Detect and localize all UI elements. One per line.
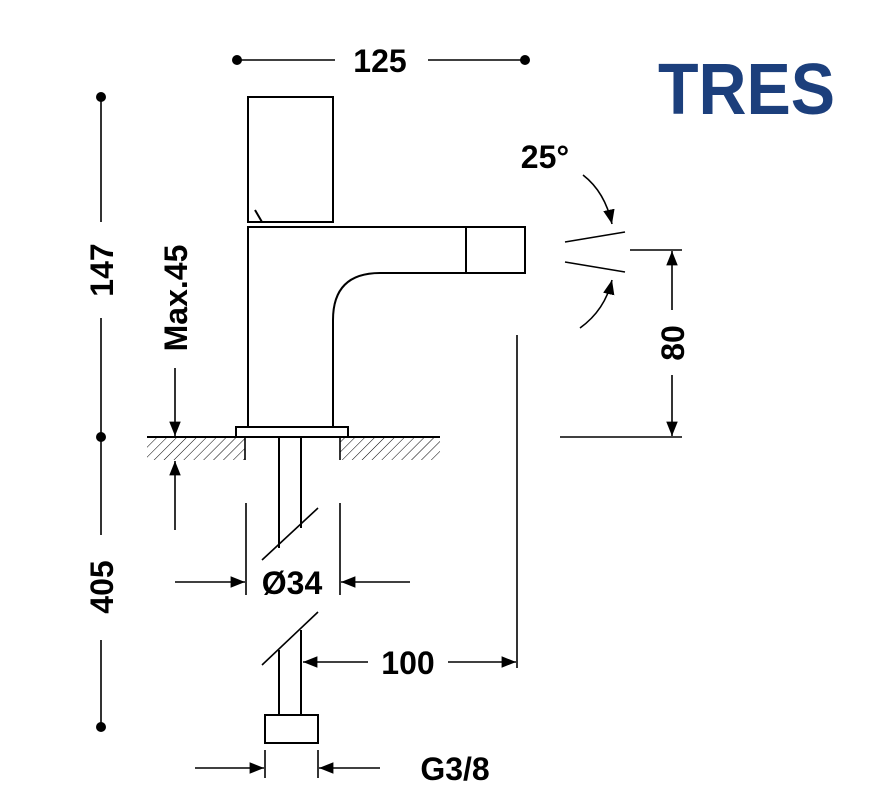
logo-text: TRES: [658, 50, 835, 130]
height-label: 147: [84, 243, 120, 296]
connection-label: G3/8: [420, 751, 489, 787]
angle-label: 25°: [521, 139, 569, 175]
hole-diameter-label: Ø34: [262, 565, 323, 601]
dimension-hole: Ø34: [175, 503, 410, 601]
dimension-reach: 100: [303, 335, 518, 681]
mixer-body: [235, 96, 526, 438]
dimension-spout-height: 80: [560, 249, 691, 438]
dimension-width: 125: [232, 43, 530, 79]
spout-height-label: 80: [655, 325, 691, 361]
width-label: 125: [353, 43, 406, 79]
dimension-height: 147 405: [84, 92, 120, 732]
max-counter-label: Max.45: [158, 245, 194, 352]
reach-label: 100: [381, 645, 434, 681]
spray-angle: 25°: [521, 139, 626, 329]
dimension-connection: G3/8: [195, 750, 490, 787]
counter-top: [147, 436, 440, 460]
supply-pipe: [261, 437, 319, 744]
hose-length-label: 405: [84, 560, 120, 613]
dimension-max-counter: Max.45: [158, 245, 194, 530]
tres-logo: TRES: [658, 50, 835, 130]
